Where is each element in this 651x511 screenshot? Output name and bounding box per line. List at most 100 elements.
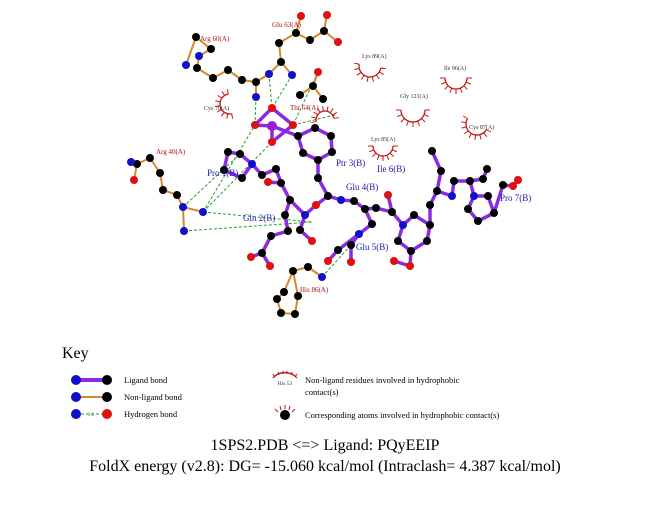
- carbon-atom: [238, 76, 246, 84]
- hydrogen-bond: [183, 221, 313, 232]
- carbon-atom: [224, 66, 232, 74]
- carbon-atom: [483, 165, 491, 173]
- carbon-atom: [193, 64, 201, 72]
- oxygen-atom: [247, 253, 255, 261]
- key-hydrophobic-residues-line1: Non-ligand residues involved in hydropho…: [305, 375, 460, 385]
- key-nonligand-bond-label: Non-ligand bond: [124, 392, 183, 402]
- carbon-atom: [292, 29, 300, 37]
- oxygen-atom: [384, 191, 392, 199]
- hydrophobic-contact-icon: [215, 89, 234, 119]
- carbon-atom: [277, 309, 285, 317]
- carbon-atom: [426, 221, 434, 229]
- carbon-atom: [284, 227, 292, 235]
- bonded-residue-label: His 86(A): [300, 286, 329, 294]
- nitrogen-atom: [199, 208, 207, 216]
- nitrogen-atom: [71, 375, 81, 385]
- nitrogen-atom: [318, 273, 326, 281]
- carbon-atom: [294, 132, 302, 140]
- carbon-atom: [372, 204, 380, 212]
- carbon-atom: [388, 208, 396, 216]
- carbon-atom: [252, 78, 260, 86]
- carbon-atom: [281, 211, 289, 219]
- nitrogen-atom: [448, 192, 456, 200]
- hydrophobic-residue-label: Ile 96(A): [444, 65, 466, 72]
- hydrophobic-residue-label: Lys 85(A): [371, 136, 396, 143]
- carbon-atom: [156, 169, 164, 177]
- ligand-residue-label: Pro 7(B): [500, 193, 531, 203]
- carbon-atom: [394, 237, 402, 245]
- hydrophobic-atom-spokes-icon: [274, 405, 296, 413]
- carbon-atom: [423, 237, 431, 245]
- carbon-atom: [273, 295, 281, 303]
- ligand-residue-label: Glu 5(B): [356, 242, 388, 252]
- ligand-residue-label: Pro 1(B): [207, 168, 238, 178]
- carbon-atom: [236, 150, 244, 158]
- nitrogen-atom: [288, 71, 296, 79]
- carbon-atom: [306, 36, 314, 44]
- carbon-atom: [146, 154, 154, 162]
- key-title: Key: [62, 345, 89, 362]
- caption-line1: 1SPS2.PDB <=> Ligand: PQyEEIP: [211, 437, 440, 454]
- carbon-atom: [499, 181, 507, 189]
- hydrophobic-residue-label: Cys 87(A): [469, 124, 494, 131]
- key-nonligand-bond: Non-ligand bond: [71, 392, 183, 402]
- nonligand-bond: [182, 206, 185, 232]
- carbon-atom: [291, 310, 299, 318]
- key-hydrophobic-residue: His 53 Non-ligand residues involved in h…: [272, 371, 460, 397]
- carbon-atom: [466, 177, 474, 185]
- bonded-residue-label: Glu 63(A): [272, 21, 302, 29]
- key: Key Ligand bond Non-ligand bond 3.0 Hydr…: [62, 345, 499, 420]
- carbon-atom: [327, 132, 335, 140]
- nitrogen-atom: [470, 192, 478, 200]
- hydrogen-bond: [292, 114, 336, 126]
- carbon-atom: [490, 209, 498, 217]
- nitrogen-atom: [180, 227, 188, 235]
- oxygen-atom: [347, 258, 355, 266]
- carbon-atom: [319, 95, 327, 103]
- carbon-atom: [347, 241, 355, 249]
- oxygen-atom: [406, 262, 414, 270]
- carbon-atom: [277, 179, 285, 187]
- carbon-atom: [296, 226, 304, 234]
- oxygen-atom: [308, 237, 316, 245]
- oxygen-atom: [509, 182, 517, 190]
- carbon-atom: [479, 175, 487, 183]
- hydrogen-bond: [271, 74, 293, 109]
- oxygen-atom: [314, 68, 322, 76]
- hydrophobic-arc-icon: [272, 372, 298, 379]
- carbon-atom: [304, 263, 312, 271]
- carbon-atom: [207, 45, 215, 53]
- ligand-bond: [253, 106, 274, 127]
- carbon-atom: [464, 205, 472, 213]
- hydrogen-bond: [268, 73, 273, 109]
- hydrophobic-contact-icon: [461, 115, 492, 140]
- carbon-atom: [272, 165, 280, 173]
- carbon-atom: [311, 124, 319, 132]
- nitrogen-atom: [179, 203, 187, 211]
- key-hydrogen-bond: 3.0 Hydrogen bond: [71, 409, 178, 419]
- carbon-atom: [407, 247, 415, 255]
- carbon-atom: [280, 288, 288, 296]
- nitrogen-atom: [301, 211, 309, 219]
- hydrogen-bond: [202, 211, 313, 223]
- oxygen-atom: [297, 12, 305, 20]
- hydrophobic-residue-label: Gly 121(A): [400, 93, 428, 100]
- hydrophobic-contact-icon: [354, 62, 386, 82]
- carbon-atom: [294, 292, 302, 300]
- carbon-atom: [328, 148, 336, 156]
- hydrogen-bond-distance: 3.0: [88, 413, 95, 418]
- carbon-atom: [314, 156, 322, 164]
- carbon-atom: [437, 167, 445, 175]
- carbon-atom: [350, 197, 358, 205]
- carbon-atom: [324, 192, 332, 200]
- carbon-atom: [296, 91, 304, 99]
- carbon-atom: [258, 249, 266, 257]
- oxygen-atom: [324, 257, 332, 265]
- ligand-residue-label: Gln 2(B): [243, 213, 275, 223]
- nitrogen-atom: [355, 230, 363, 238]
- carbon-atom: [209, 74, 217, 82]
- nitrogen-atom: [337, 196, 345, 204]
- hydrogen-bond: [182, 153, 241, 208]
- hydrophobic-spokes-icon: [272, 371, 298, 378]
- nitrogen-atom: [399, 221, 407, 229]
